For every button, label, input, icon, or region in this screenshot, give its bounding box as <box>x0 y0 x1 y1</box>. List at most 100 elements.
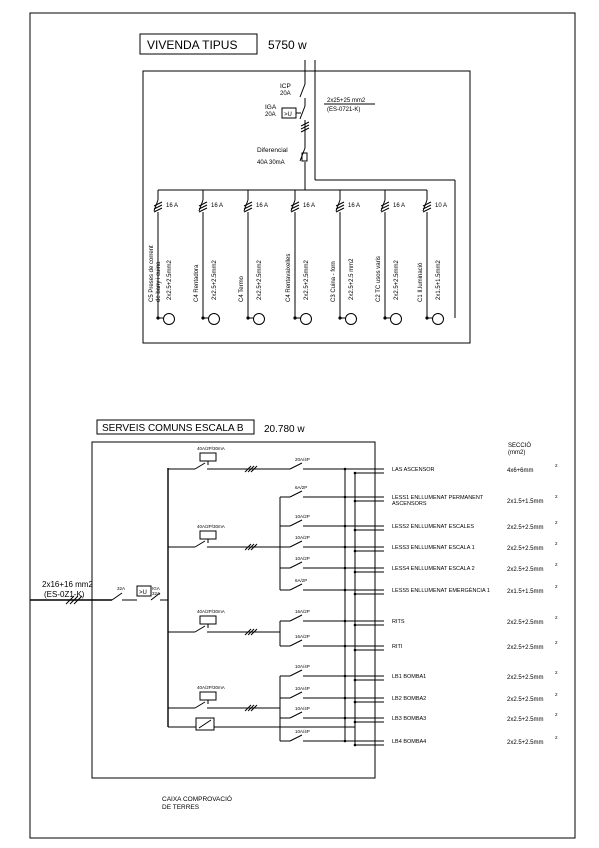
rcd-group-1: 40A/2P/30mA <box>168 446 290 473</box>
rcd-trip-coil <box>199 452 217 462</box>
rcd-rating: 40A/2P/30mA <box>197 446 225 451</box>
circuit-section: 2x2.5+2.5mm <box>507 525 544 531</box>
section-superscript: 2 <box>555 615 558 620</box>
feeder-cable: 2x25+25 mm2 <box>327 98 366 104</box>
section-superscript: 2 <box>555 692 558 697</box>
breaker-contact <box>289 639 303 647</box>
common-power: 20.780 w <box>264 424 305 435</box>
rcd-group-3: 40A/2P/30mA <box>168 609 281 646</box>
section-unit: (mm2) <box>508 450 525 456</box>
common-title: SERVEIS COMUNS ESCALA B <box>102 423 244 434</box>
main-switch-rating: 32A <box>117 586 125 591</box>
circuit-name: C4 Rentadora <box>194 264 200 302</box>
rcd-rating: 40A/2P/30mA <box>197 685 225 690</box>
circuit-section: 2x2.5+2.5mm <box>507 675 544 681</box>
breaker-contact <box>289 540 303 548</box>
circuit-section: 2x1.5+1.5mm <box>507 589 544 595</box>
section-superscript: 2 <box>555 463 558 468</box>
circuit-name: C3 Cuina - forn <box>331 261 337 302</box>
load-symbol <box>208 313 220 325</box>
dwelling-title-box <box>139 33 258 55</box>
rcd-trip-coil <box>199 615 217 625</box>
circuit-rating: 16 A <box>393 203 405 209</box>
section-superscript: 2 <box>555 670 558 675</box>
circuit-name: C2 TC usos varis <box>376 256 382 302</box>
rcd-contact <box>194 625 206 633</box>
load-symbol <box>345 313 357 325</box>
supply-ref: (ES-0Z1-K) <box>44 590 85 599</box>
circuit-section: 2x2.5+2.5 mm2 <box>349 258 355 300</box>
circuit-section: 2x2.5+2.5mm <box>507 620 544 626</box>
circuit-name: LAS ASCENSOR <box>392 467 435 473</box>
circuit-rating: 16 A <box>211 203 223 209</box>
circuit-section: 2x2.5+2.5mm <box>507 697 544 703</box>
circuit-name: LESS1 ENLLUMENAT PERMANENT <box>392 495 484 501</box>
common-services-diagram: SERVEIS COMUNS ESCALA B 20.780 w SECCIÓ … <box>30 419 558 811</box>
circuit-section: 2x2.5+2.5mm2 <box>212 259 218 300</box>
earth-test-box <box>195 717 215 731</box>
rcd-rating: 40A/2P/30mA <box>197 609 225 614</box>
section-superscript: 2 <box>555 541 558 546</box>
circuit-name-line2: ASCENSORS <box>392 501 427 507</box>
section-superscript: 2 <box>555 494 558 499</box>
common-iga-contact <box>150 592 161 601</box>
section-superscript: 2 <box>555 735 558 740</box>
section-superscript: 2 <box>555 520 558 525</box>
circuit-name: C1 Il.luminació <box>418 262 424 302</box>
iga-breaker-contact <box>299 105 306 120</box>
icp-label: ICP <box>280 83 291 90</box>
circuit-section: 2x2.5+2.5mm2 <box>167 259 173 300</box>
section-header: SECCIÓ <box>508 442 531 449</box>
earth-box-label-2: DE TERRES <box>162 804 200 811</box>
breaker-contact <box>289 490 303 498</box>
circuit-name: RITS <box>392 619 405 625</box>
rcd-rating: 40A/2P/30mA <box>197 524 225 529</box>
svg-text:>U: >U <box>284 112 292 118</box>
breaker-rating: 10A/4P <box>295 729 310 734</box>
circuit-section: 2x2.5+2.5mm2 <box>304 259 310 300</box>
circuit-name: C5 Preses de corrent <box>149 245 155 302</box>
circuit-name: LB3 BOMBA3 <box>392 716 426 722</box>
circuit-name: LB4 BOMBA4 <box>392 739 426 745</box>
breaker-rating: 16A/2P <box>295 609 310 614</box>
rcd-trip-coil <box>199 530 217 540</box>
circuit-section: 2x1.5+1.5mm <box>507 499 544 505</box>
rcd-label: Diferencial <box>257 147 288 154</box>
circuit-rating: 16 A <box>166 203 178 209</box>
breaker-contact <box>289 462 303 470</box>
main-switch-contact <box>111 592 123 601</box>
circuit-name: LESS2 ENLLUMENAT ESCALES <box>392 524 474 530</box>
common-title-box <box>96 419 255 435</box>
section-superscript: 2 <box>555 562 558 567</box>
circuit-section: 2x2.5+2.5mm <box>507 740 544 746</box>
rcd-contact <box>194 462 206 470</box>
breaker-rating: 10A/4P <box>295 664 310 669</box>
section-superscript: 2 <box>555 640 558 645</box>
circuit-name: LESS5 ENLLUMENAT EMERGÈNCIA 1 <box>392 587 490 594</box>
rcd-trip-coil <box>199 691 217 701</box>
common-rcd-groups: 40A/2P/30mA 40A/2P/30mA 40A/2P/30mA 40A/2P/… <box>168 446 290 741</box>
circuit-section: 4x6+6mm <box>507 468 534 474</box>
common-panel-border <box>91 441 376 779</box>
feeder-ref: (ES-0721-K) <box>327 107 360 113</box>
section-superscript: 2 <box>555 584 558 589</box>
breaker-rating: 16A/2P <box>295 634 310 639</box>
common-circuit-7: 16A/2P RITS 2x2.5+2.5mm 2 <box>280 609 558 627</box>
circuit-name: LB2 BOMBA2 <box>392 696 426 702</box>
common-iga-trip-box <box>136 585 152 597</box>
breaker-contact <box>289 614 303 622</box>
circuit-rating: 10 A <box>435 203 447 209</box>
